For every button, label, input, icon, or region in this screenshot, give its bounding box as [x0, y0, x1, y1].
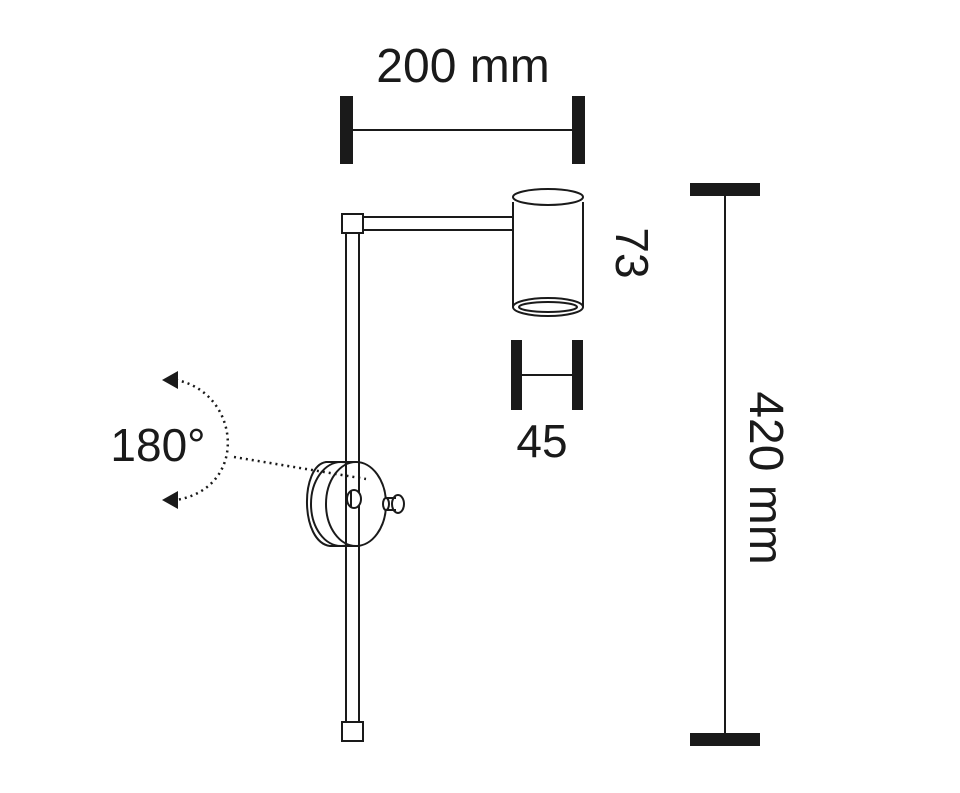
mount-screw-left [346, 489, 362, 509]
width-dimension: 200 mm [340, 40, 585, 164]
rotation-label: 180° [110, 419, 205, 471]
width-dim-right-tick [572, 96, 585, 164]
rotation-pointer-line [233, 455, 367, 481]
head-diameter-dimension: 45 [511, 340, 583, 467]
wall-mount [306, 461, 405, 547]
rotation-arc [175, 378, 229, 502]
bottom-end-cap [341, 721, 364, 742]
head-height-label: 73 [606, 227, 658, 278]
rotation-arrow-top-icon [162, 371, 178, 389]
width-dim-left-tick [340, 96, 353, 164]
height-dim-top-tick [690, 183, 760, 196]
width-label: 200 mm [376, 40, 549, 93]
mount-switch-knob [391, 494, 405, 514]
lamp-head [512, 188, 584, 317]
diameter-dim-left-tick [511, 340, 522, 410]
diameter-dim-right-tick [572, 340, 583, 410]
height-dimension: 420 mm [690, 183, 792, 746]
rotation-arrow-bottom-icon [162, 491, 178, 509]
rotation-indicator: 180° [110, 371, 367, 509]
wall-lamp [306, 188, 584, 742]
height-label: 420 mm [739, 391, 792, 564]
head-diameter-label: 45 [516, 415, 567, 467]
height-dim-bottom-tick [690, 733, 760, 746]
horizontal-arm [363, 216, 513, 231]
top-connector [341, 213, 364, 234]
